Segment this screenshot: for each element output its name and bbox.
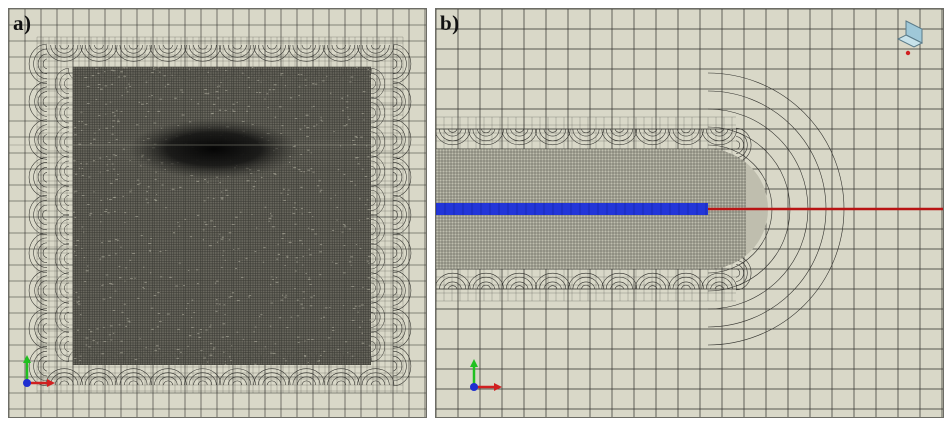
dense-refined-region (72, 66, 373, 365)
view-cube-point (905, 50, 911, 56)
crack-tip-refinement (129, 119, 299, 179)
panel-a-full-mesh: a) (8, 8, 427, 418)
coordinate-triad-icon (470, 359, 502, 391)
triad-x-arrow (494, 383, 502, 391)
panel-b-crack-detail: b) (435, 8, 944, 418)
mesh-view-b (436, 9, 943, 417)
panel-label-b: b) (440, 11, 460, 35)
triad-y-arrow (23, 355, 31, 363)
crack-element-lines (436, 203, 707, 215)
mesh-view-a (9, 9, 426, 417)
crack-elements (436, 203, 708, 215)
triad-y-arrow (470, 359, 478, 367)
panel-label-a: a) (13, 11, 32, 35)
crack-fill (436, 203, 708, 215)
view-orientation-icon (896, 20, 924, 56)
triad-x-arrow (47, 379, 55, 387)
triad-origin (470, 383, 478, 391)
triad-origin (23, 379, 31, 387)
coordinate-triad-icon (23, 355, 55, 387)
view-cube-top (896, 34, 924, 48)
